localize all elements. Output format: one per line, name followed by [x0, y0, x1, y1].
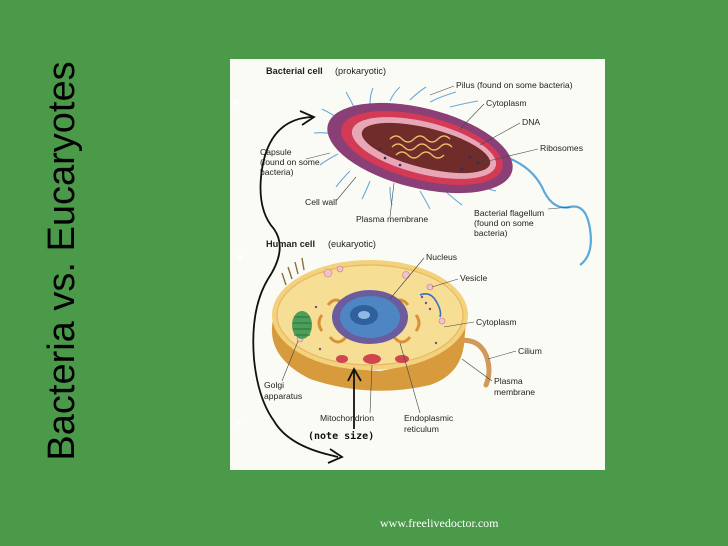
- bacterial-cell-illustration: [313, 86, 592, 266]
- label-human-cytoplasm: Cytoplasm: [476, 317, 517, 327]
- label-flagellum: Bacterial flagellum: [474, 208, 544, 218]
- label-flagellum-3: bacteria): [474, 228, 508, 238]
- label-pilus: Pilus (found on some bacteria): [456, 80, 573, 90]
- label-capsule-2: (found on some: [260, 157, 320, 167]
- binder-hole-bottom: [236, 420, 241, 425]
- label-golgi: Golgi: [264, 380, 284, 390]
- label-capsule: Capsule: [260, 147, 292, 157]
- label-endoplasmic-reticulum-2: reticulum: [404, 424, 439, 434]
- label-cell-wall: Cell wall: [305, 197, 337, 207]
- label-cilium: Cilium: [518, 346, 542, 356]
- human-cell-illustration: [271, 257, 492, 391]
- label-plasma-membrane-2: membrane: [494, 387, 535, 397]
- label-dna: DNA: [522, 117, 540, 127]
- label-bacterial-plasma-membrane: Plasma membrane: [356, 214, 428, 224]
- label-capsule-3: bacteria): [260, 167, 294, 177]
- footer-url: www.freelivedoctor.com: [380, 516, 499, 530]
- bacterial-cell-heading: Bacterial cell: [266, 66, 323, 76]
- label-vesicle: Vesicle: [460, 273, 487, 283]
- hand-drawn-annotation: [252, 110, 362, 464]
- binder-hole-top: [234, 100, 239, 105]
- label-nucleus: Nucleus: [426, 252, 457, 262]
- cell-diagram: Bacterial cell (prokaryotic) Pilus (foun…: [252, 66, 592, 464]
- label-endoplasmic-reticulum: Endoplasmic: [404, 413, 454, 423]
- label-golgi-2: apparatus: [264, 391, 302, 401]
- cell-comparison-figure: Bacterial cell (prokaryotic) Pilus (foun…: [230, 59, 605, 470]
- binder-hole-middle: [238, 255, 243, 260]
- human-cell-heading: Human cell: [266, 239, 315, 249]
- human-cell-subtitle: (eukaryotic): [328, 239, 376, 249]
- bacterial-cell-subtitle: (prokaryotic): [335, 66, 386, 76]
- label-flagellum-2: (found on some: [474, 218, 534, 228]
- slide-title: Bacteria vs. Eucaryotes: [41, 60, 83, 461]
- label-bacterial-cytoplasm: Cytoplasm: [486, 98, 527, 108]
- label-plasma-membrane: Plasma: [494, 376, 523, 386]
- title-container: Bacteria vs. Eucaryotes: [36, 18, 88, 503]
- note-size-annotation: (note size): [308, 430, 374, 442]
- label-ribosomes: Ribosomes: [540, 143, 583, 153]
- label-mitochondrion: Mitochondrion: [320, 413, 374, 423]
